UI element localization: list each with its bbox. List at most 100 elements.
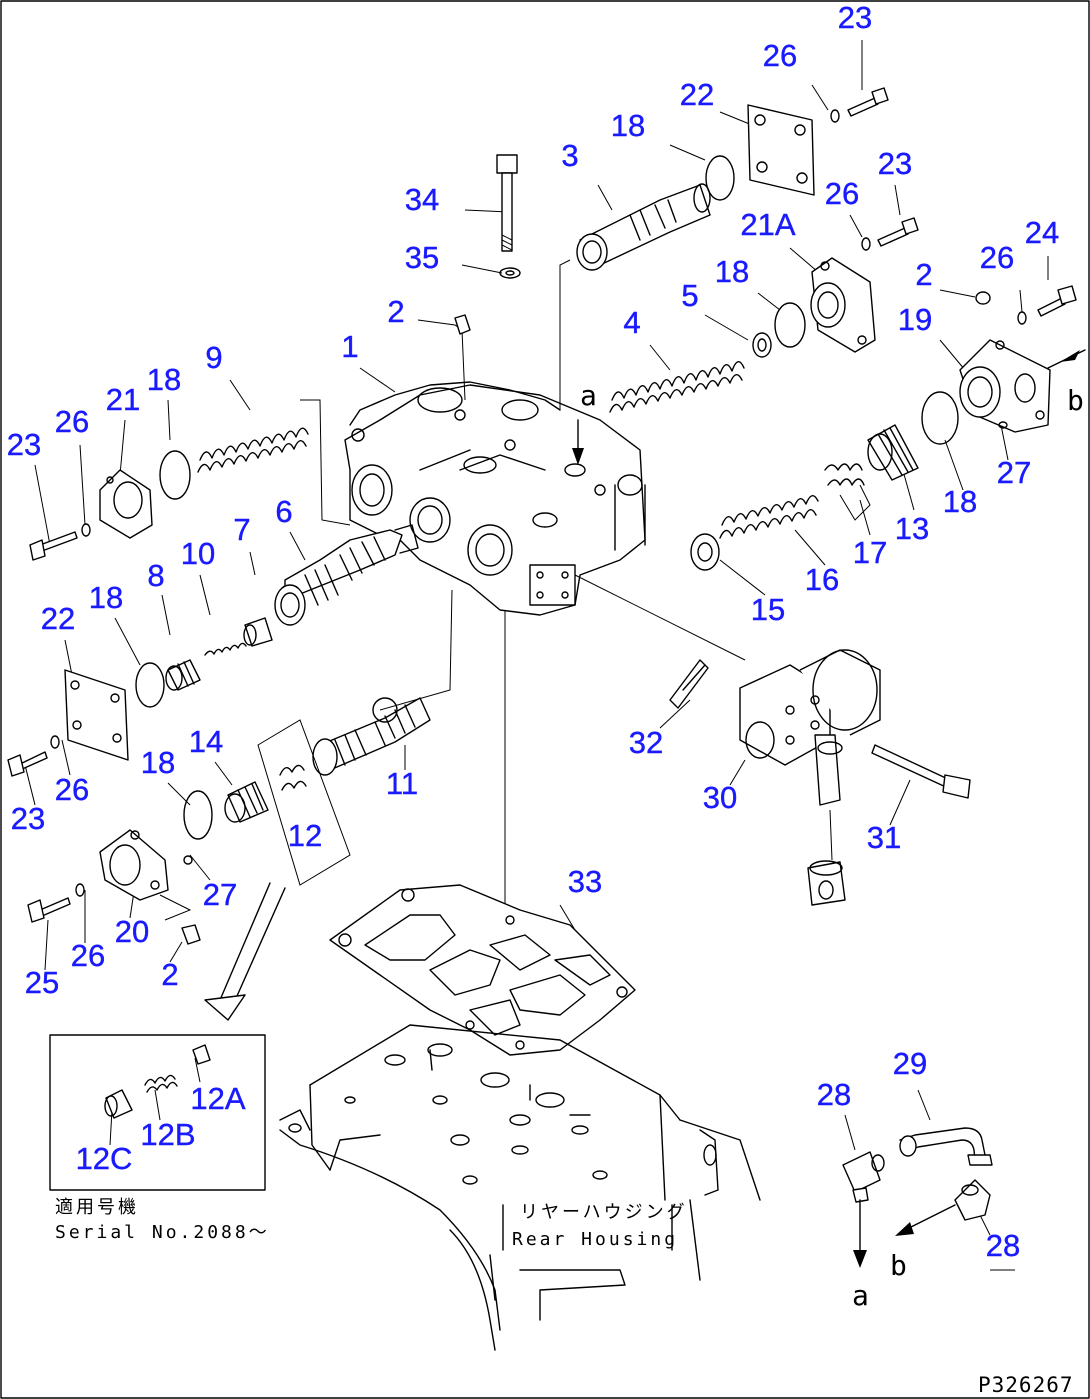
arrow-b-line [904,1204,956,1231]
callout-5: 5 [681,278,698,313]
drawing-code: P326267 [978,1373,1074,1397]
callout-22: 22 [41,601,75,636]
rear-housing-en: Rear Housing [512,1229,678,1250]
rear-housing [279,1024,761,1351]
spring-9 [197,427,309,473]
arrow-a-head [853,1250,867,1268]
o-ring-18-top [705,155,735,201]
callout-18: 18 [89,580,123,615]
spool-3 [576,183,711,271]
spring-4 [609,361,745,413]
callout-18: 18 [943,484,977,519]
callout-26: 26 [55,404,89,439]
piston-14 [224,781,269,823]
callout-16: 16 [805,562,839,597]
callout-13: 13 [895,511,929,546]
solenoid-valve-30 [739,649,881,806]
spring-10 [204,642,247,656]
callout-28: 28 [817,1077,851,1112]
inset-frame [49,1034,266,1191]
callout-23: 23 [7,427,41,462]
o-ring-18-mid [774,302,806,348]
callout-26: 26 [980,240,1014,275]
bolt-23-mid [877,217,919,247]
washer-35 [499,267,521,279]
washer-26-left-mid [50,735,60,749]
callout-26: 26 [55,772,89,807]
callout-30: 30 [703,780,737,815]
plug-2-left [181,924,201,945]
callout-26: 26 [763,38,797,73]
callout-23: 23 [11,801,45,836]
washer-26-top [830,109,840,123]
callout-24: 24 [1025,215,1059,250]
callout-26: 26 [71,938,105,973]
callout-34: 34 [405,182,439,217]
callout-15: 15 [751,592,785,627]
piston-8 [165,659,201,691]
ref-a-top: a [580,379,597,412]
ref-b-top: b [1067,384,1084,417]
callout-18: 18 [141,745,175,780]
leader-lines [24,40,1049,1236]
spool-3-axis [559,259,571,410]
spring-16 [719,495,819,539]
o-ring-27-right [998,421,1008,429]
bolt-24 [1037,285,1077,317]
plug-2-top [454,314,471,335]
serial-label: Serial No.2088～ [55,1222,270,1243]
callout-17: 17 [853,535,887,570]
cover-plate-22-left [64,669,129,761]
spring-12-group [257,719,351,886]
cap-30-bottom [807,860,846,906]
ref-b-bottom: b [890,1249,907,1282]
callout-18: 18 [611,108,645,143]
o-ring-18-left-mid [135,662,165,708]
callout-23: 23 [838,0,872,35]
o-ring-27-left [183,855,193,865]
valve-30-axis [574,574,746,661]
applicable-label: 適用号機 [55,1197,139,1218]
callout-18: 18 [147,362,181,397]
bolt-25 [27,897,71,923]
washer-26-mid [861,237,871,251]
cover-21A [810,257,876,353]
washer-26-low [75,883,85,897]
callout-9: 9 [205,340,222,375]
pipe-29 [899,1127,993,1166]
callout-12b: 12B [140,1117,195,1152]
arrow-a-top-head [572,448,584,465]
bolt-23-left-top [29,531,78,561]
callout-7: 7 [233,512,250,547]
callout-12: 12 [288,818,322,853]
spring-17 [824,463,871,521]
callout-26: 26 [825,176,859,211]
callout-2: 2 [915,257,932,292]
shim-15 [690,533,720,571]
spool-11 [312,697,431,776]
spring-9-bracket [300,399,351,526]
callout-8: 8 [147,558,164,593]
o-ring-18-right [921,391,959,445]
inset-arrow [204,882,286,1021]
o-ring-32 [669,659,709,709]
shim-5 [752,332,772,358]
washer-26-left-top [81,523,91,537]
plug-2-right [975,291,991,305]
callout-11: 11 [386,766,418,801]
callout-27: 27 [203,877,237,912]
callout-27: 27 [997,455,1031,490]
callout-2: 2 [387,294,404,329]
valve-body [344,381,646,616]
cover-plate-22-top [747,104,815,196]
callout-12c: 12C [76,1141,133,1176]
piston-13 [867,424,919,481]
bolt-23-top [847,87,889,117]
callout-28: 28 [986,1228,1020,1263]
o-ring-18-left-top [159,450,191,500]
sleeve-7 [243,617,273,647]
callout-20: 20 [115,914,149,949]
ref-a-bottom: a [852,1279,869,1312]
callout-22: 22 [680,77,714,112]
callout-29: 29 [893,1046,927,1081]
